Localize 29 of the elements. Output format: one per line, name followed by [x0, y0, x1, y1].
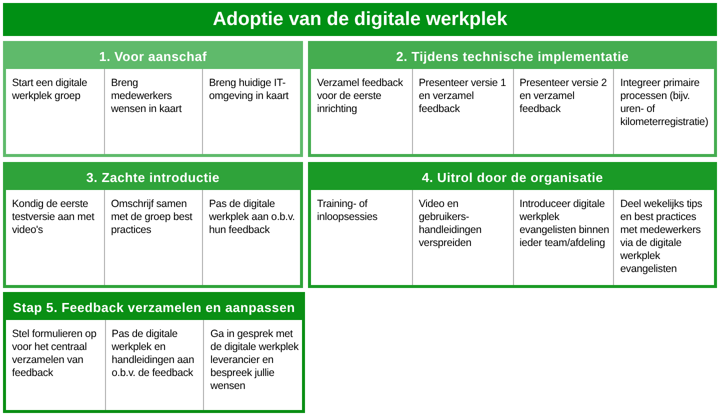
- step-text: Presenteer versie 2 en verzamel feedback: [520, 77, 608, 116]
- step-text: Start een digitale werkplek groep: [12, 77, 88, 103]
- panel-heading: 1. Voor aanschaf: [99, 49, 207, 64]
- step-panel: [3, 162, 303, 288]
- step-text: Stel formulieren op voor het centraal verzamelen van feedback: [12, 328, 98, 380]
- step-text: Omschrijf samen met de groep best practices: [111, 198, 194, 237]
- step-text: Ga in gesprek met de digitale werkplek leverancier en bespreek jullie wensen: [210, 328, 299, 393]
- step-text: Integreer primaire processen (bijv. uren- of kilometerregistratie): [620, 77, 710, 129]
- panel-heading: Stap 5. Feedback verzamelen en aanpassen: [12, 300, 296, 315]
- step-text: Video en gebruikers-handleidingen verspreiden: [418, 198, 483, 250]
- step-panel: [3, 41, 303, 157]
- step-cell: [203, 320, 302, 410]
- step-text: Breng huidige IT-omgeving in kaart: [209, 77, 290, 103]
- step-text: Deel wekelijks tips en best practices met medewerkers via de digitale werkplek evangelisten: [620, 198, 704, 276]
- panel-heading: 3. Zachte introductie: [86, 170, 220, 185]
- title-banner: Adoptie van de digitale werkplek: [3, 3, 717, 36]
- step-text: Kondig de eerste testversie aan met video's: [12, 198, 96, 237]
- step-panel: [3, 292, 305, 413]
- step-text: Breng medewerkers wensen in kaart: [111, 77, 183, 116]
- step-panel: [308, 41, 717, 157]
- step-text: Introduceer digitale werkplek evangelisten binnen ieder team/afdeling: [520, 198, 610, 250]
- panel-heading: 4. Uitrol door de organisatie: [422, 170, 604, 185]
- step-text: Verzamel feedback voor de eerste inrichting: [317, 77, 404, 116]
- step-text: Training- of inloopsessies: [317, 198, 378, 224]
- step-text: Pas de digitale werkplek aan o.b.v. hun feedback: [209, 198, 296, 237]
- step-text: Presenteer versie 1 en verzamel feedback: [418, 77, 507, 116]
- step-panel: [308, 162, 717, 288]
- step-text: Pas de digitale werkplek en handleidingen aan o.b.v. de feedback: [112, 328, 196, 380]
- panel-heading: 2. Tijdens technische implementatie: [396, 49, 629, 64]
